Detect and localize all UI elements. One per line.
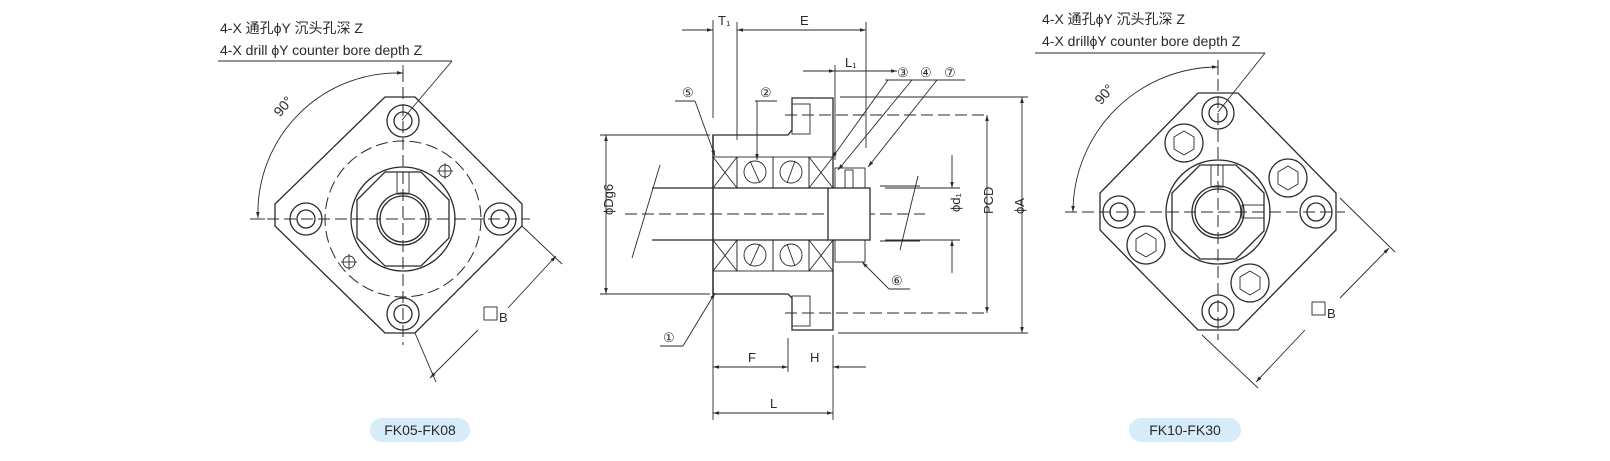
right-b-label: B xyxy=(1327,306,1336,321)
bolt-hole-icon xyxy=(1102,96,1333,328)
lock-nut xyxy=(827,187,871,241)
dim-d1: ϕd₁ xyxy=(948,192,963,212)
dim-pcd: PCD xyxy=(981,187,996,214)
part-6-label: ⑥ xyxy=(891,273,903,288)
part-1-label: ① xyxy=(663,330,675,345)
left-note-cn: 4-X 通孔ϕY 沉头孔深 Z xyxy=(220,20,363,36)
dim-dg6: ϕDg6 xyxy=(601,184,616,215)
caption-fk05-fk08: FK05-FK08 xyxy=(370,418,470,442)
part-3-label: ③ xyxy=(897,65,909,80)
part-5-label: ⑤ xyxy=(682,85,694,100)
left-angle-label: 90° xyxy=(270,93,296,120)
dim-l1: L₁ xyxy=(845,55,857,70)
bearing-icon xyxy=(712,156,834,272)
left-b-label: B xyxy=(499,310,508,325)
dim-t1: T₁ xyxy=(718,13,731,28)
dim-h: H xyxy=(810,350,819,365)
part-2-label: ② xyxy=(760,85,772,100)
left-note-en: 4-X drill ϕY counter bore depth Z xyxy=(220,42,423,58)
square-icon xyxy=(483,306,498,321)
dim-l: L xyxy=(770,396,777,411)
right-note-en: 4-X drillϕY counter bore depth Z xyxy=(1042,33,1241,49)
right-angle-label: 90° xyxy=(1091,81,1117,108)
square-icon xyxy=(1311,301,1326,316)
left-flange-view: 4-X 通孔ϕY 沉头孔深 Z 4-X drill ϕY counter bor… xyxy=(218,20,563,383)
dim-f: F xyxy=(748,350,756,365)
part-4-label: ④ xyxy=(920,65,932,80)
dim-e: E xyxy=(800,13,809,28)
section-view: T₁ E L₁ F H L ϕDg6 ϕd₁ PCD ϕA xyxy=(600,13,1028,420)
part-7-label: ⑦ xyxy=(944,65,956,80)
caption-fk10-fk30: FK10-FK30 xyxy=(1129,418,1241,442)
hex-socket-icon xyxy=(1126,123,1308,303)
dim-a: ϕA xyxy=(1012,198,1027,214)
right-note-cn: 4-X 通孔ϕY 沉头孔深 Z xyxy=(1042,11,1185,27)
bolt-hole-icon xyxy=(289,104,517,331)
right-flange-view: 4-X 通孔ϕY 沉头孔深 Z 4-X drillϕY counter bore… xyxy=(1035,11,1396,389)
